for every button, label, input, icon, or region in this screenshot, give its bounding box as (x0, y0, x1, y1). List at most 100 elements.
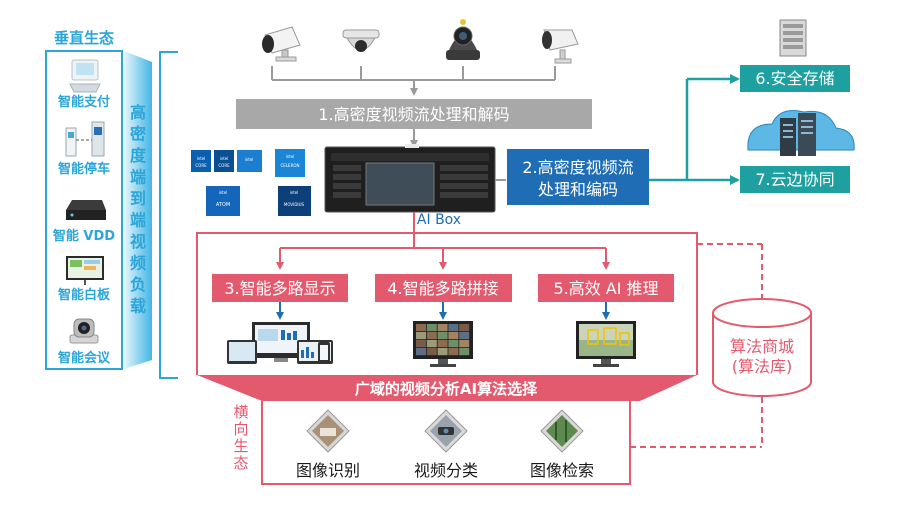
banner-char: 密 (129, 125, 146, 144)
horizontal-ecosystem-char: 向 (233, 420, 248, 438)
video-classification-icon (424, 409, 468, 453)
ai-inference-monitor-icon (576, 321, 636, 367)
svg-text:ATOM: ATOM (216, 202, 230, 208)
conference-camera-icon (69, 318, 99, 344)
intel-chip-icon: intel (237, 150, 262, 172)
storage-server-icon (779, 19, 807, 57)
banner-char: 视 (130, 232, 146, 251)
ecosystem-bracket (159, 51, 178, 379)
video-wall-tile (437, 324, 448, 332)
image-recognition-icon (306, 409, 350, 453)
bullet-camera-icon (262, 26, 301, 62)
vertical-item-label: 智能停车 (58, 161, 110, 177)
vertical-item-label: 智能 VDD (53, 228, 115, 244)
step2-to-storage-connectors (649, 74, 740, 185)
banner-char: 高 (130, 103, 146, 122)
ai-steps-to-displays-connectors (276, 302, 610, 320)
video-wall-tile (416, 332, 426, 340)
video-wall-tile (426, 332, 437, 340)
banner-char: 端 (130, 211, 146, 230)
algorithm-frame (261, 401, 631, 485)
step-3-display-box (212, 274, 348, 302)
video-wall-tile (426, 324, 437, 332)
step-2-label-line2: 处理和编码 (538, 180, 618, 199)
video-wall-tile (416, 340, 426, 348)
banner-char: 端 (130, 168, 146, 187)
ptz-camera-icon (446, 19, 480, 60)
ai-inference-frame (196, 232, 698, 375)
algorithm-label: 图像检索 (530, 461, 594, 480)
dome-camera-icon (342, 29, 380, 52)
svg-text:CELERON: CELERON (281, 163, 300, 168)
step-6-storage-box (740, 65, 850, 92)
horizontal-ecosystem-char: 横 (233, 403, 248, 421)
step-4-label: 4.智能多路拼接 (387, 279, 498, 298)
video-wall-tile (448, 324, 459, 332)
video-wall-tile (448, 332, 459, 340)
banner-char: 到 (130, 189, 146, 208)
cloud-datacenter-icon (747, 110, 855, 156)
payment-terminal-icon (69, 59, 101, 93)
svg-text:MOVIDIUS: MOVIDIUS (284, 202, 305, 207)
step-5-inference-box (538, 274, 674, 302)
multi-screen-devices-icon (227, 322, 333, 364)
banner-char: 载 (130, 297, 146, 316)
whiteboard-icon (66, 256, 104, 285)
svg-text:intel: intel (197, 156, 206, 161)
vertical-item-label: 智能支付 (58, 94, 110, 110)
vertical-item-label: 智能会议 (58, 350, 111, 366)
vertical-ecosystem-title: 垂直生态 (54, 29, 114, 47)
camera-connectors (271, 66, 556, 148)
video-wall-tile (448, 348, 459, 356)
video-wall-tile (416, 324, 426, 332)
video-wall-tile (437, 348, 448, 356)
step-1-decode-box (236, 99, 592, 129)
image-retrieval-icon (540, 409, 584, 453)
vdd-recorder-icon (66, 200, 106, 220)
video-wall-tile (459, 324, 470, 332)
svg-text:intel: intel (290, 190, 299, 195)
step-6-label: 6.安全存储 (755, 69, 834, 88)
algorithm-store-sublabel: (算法库) (732, 357, 793, 376)
step-2-encode-box (507, 149, 649, 205)
box-camera-icon (542, 29, 579, 64)
video-wall-tile (459, 332, 470, 340)
step-5-label: 5.高效 AI 推理 (553, 279, 658, 298)
algorithm-label: 视频分类 (414, 461, 478, 480)
video-wall-tile (459, 340, 470, 348)
horizontal-ecosystem-char: 生 (233, 437, 248, 455)
video-wall-tile (426, 340, 437, 348)
svg-text:intel: intel (219, 190, 228, 195)
video-wall-tile (437, 332, 448, 340)
parking-gate-icon (65, 121, 105, 157)
video-wall-tile (426, 348, 437, 356)
video-wall-tile (416, 348, 426, 356)
wide-area-algorithm-banner-label: 广域的视频分析AI算法选择 (355, 380, 538, 398)
algorithm-label: 图像识别 (296, 461, 360, 480)
step-7-cloud-edge-box (740, 166, 850, 193)
algorithm-store-cylinder (712, 298, 812, 397)
step-4-stitch-box (375, 274, 512, 302)
video-wall-tile (437, 340, 448, 348)
video-wall-tile (448, 340, 459, 348)
step-2-label-line1: 2.高密度视频流 (522, 158, 633, 177)
banner-char: 度 (130, 146, 147, 165)
vertical-item-label: 智能白板 (58, 287, 111, 303)
ai-box-device-icon (324, 144, 496, 213)
horizontal-ecosystem-char: 态 (233, 454, 248, 472)
step-7-label: 7.云边协同 (755, 170, 834, 189)
svg-text:intel: intel (220, 156, 229, 161)
svg-text:CORE: CORE (218, 163, 230, 168)
algorithm-store-dashed-connectors (630, 243, 763, 448)
svg-text:CORE: CORE (195, 163, 207, 168)
vertical-ecosystem-frame (45, 50, 123, 370)
